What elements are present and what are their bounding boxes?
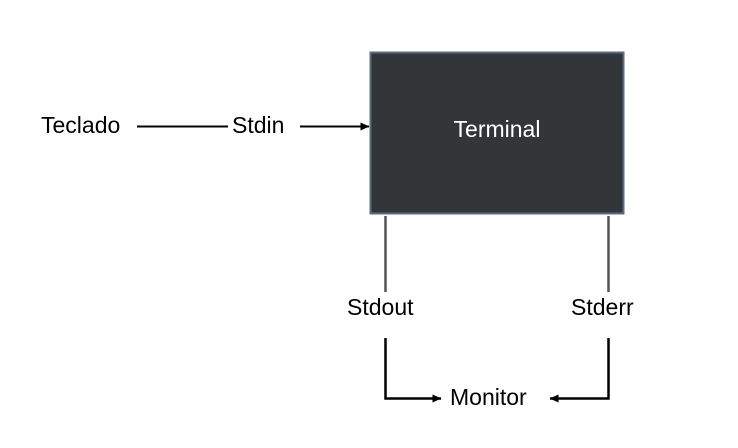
stdout-node-label: Stdout [347, 294, 414, 320]
monitor-node-label: Monitor [450, 384, 527, 410]
terminal-box [369, 51, 625, 215]
terminal-node-label: Terminal [453, 116, 541, 142]
keyboard-node-label: Teclado [41, 112, 121, 138]
connector-stdout-to-monitor [384, 338, 442, 403]
stdin-node-label: Stdin [232, 112, 285, 138]
connector-stderr-to-monitor [549, 338, 610, 403]
stderr-node-label: Stderr [571, 294, 634, 320]
